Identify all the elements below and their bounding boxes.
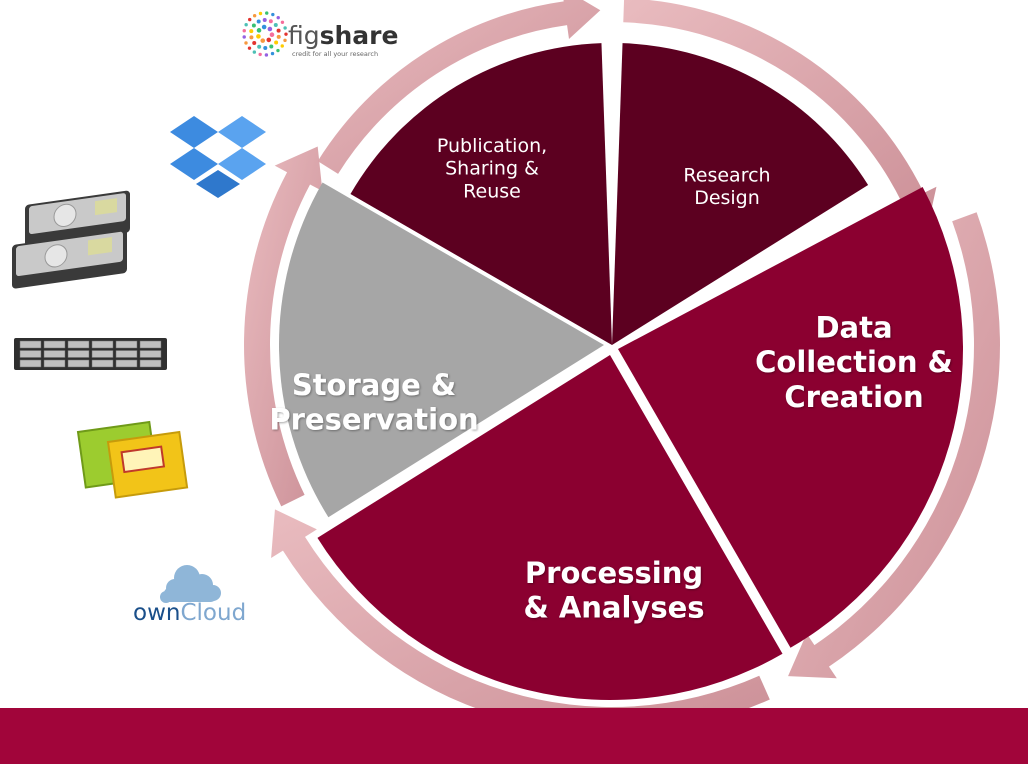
notebooks-icon	[76, 420, 189, 499]
svg-text:figshare: figshare	[288, 21, 398, 50]
label-publication: Publication,Sharing &Reuse	[437, 135, 547, 203]
label-line: Research	[683, 164, 770, 186]
cycle-arrow	[244, 146, 323, 507]
label-processing: Processing& Analyses	[523, 556, 704, 625]
figshare-logo: figshare credit for all your research	[242, 11, 398, 58]
cycle-arrow	[317, 0, 601, 174]
segment-processing	[317, 355, 783, 701]
label-line: Design	[694, 187, 760, 209]
label-line: Creation	[784, 380, 923, 414]
segment-research-design	[612, 43, 869, 346]
cycle-arrow	[788, 212, 1000, 679]
label-line: Data	[815, 310, 892, 344]
figshare-dots-icon	[242, 11, 288, 57]
label-line: Sharing &	[445, 158, 539, 180]
figshare-prefix: fig	[288, 21, 320, 50]
segment-data-collection	[618, 187, 963, 648]
segment-publication	[350, 43, 612, 346]
owncloud-logo: ownCloud	[133, 565, 246, 626]
label-line: Reuse	[463, 180, 521, 202]
label-line: Storage &	[292, 368, 456, 402]
owncloud-suffix: Cloud	[180, 600, 246, 626]
figshare-bold: share	[320, 21, 399, 50]
label-line: Processing	[525, 556, 703, 590]
hard-drives-icon	[12, 190, 130, 289]
label-line: Collection &	[755, 345, 953, 379]
label-storage: Storage &Preservation	[269, 368, 478, 437]
label-line: Preservation	[269, 403, 478, 437]
cycle-segments	[279, 43, 963, 701]
svg-text:ownCloud: ownCloud	[133, 600, 246, 626]
server-rack-icon	[14, 338, 167, 370]
bottom-bar	[0, 708, 1028, 764]
label-line: Publication,	[437, 135, 547, 157]
figshare-tagline: credit for all your research	[292, 50, 378, 58]
dropbox-icon	[170, 116, 266, 198]
label-line: & Analyses	[523, 591, 704, 625]
owncloud-prefix: own	[133, 600, 180, 626]
cloud-icon	[160, 565, 221, 603]
segment-storage	[279, 182, 604, 518]
